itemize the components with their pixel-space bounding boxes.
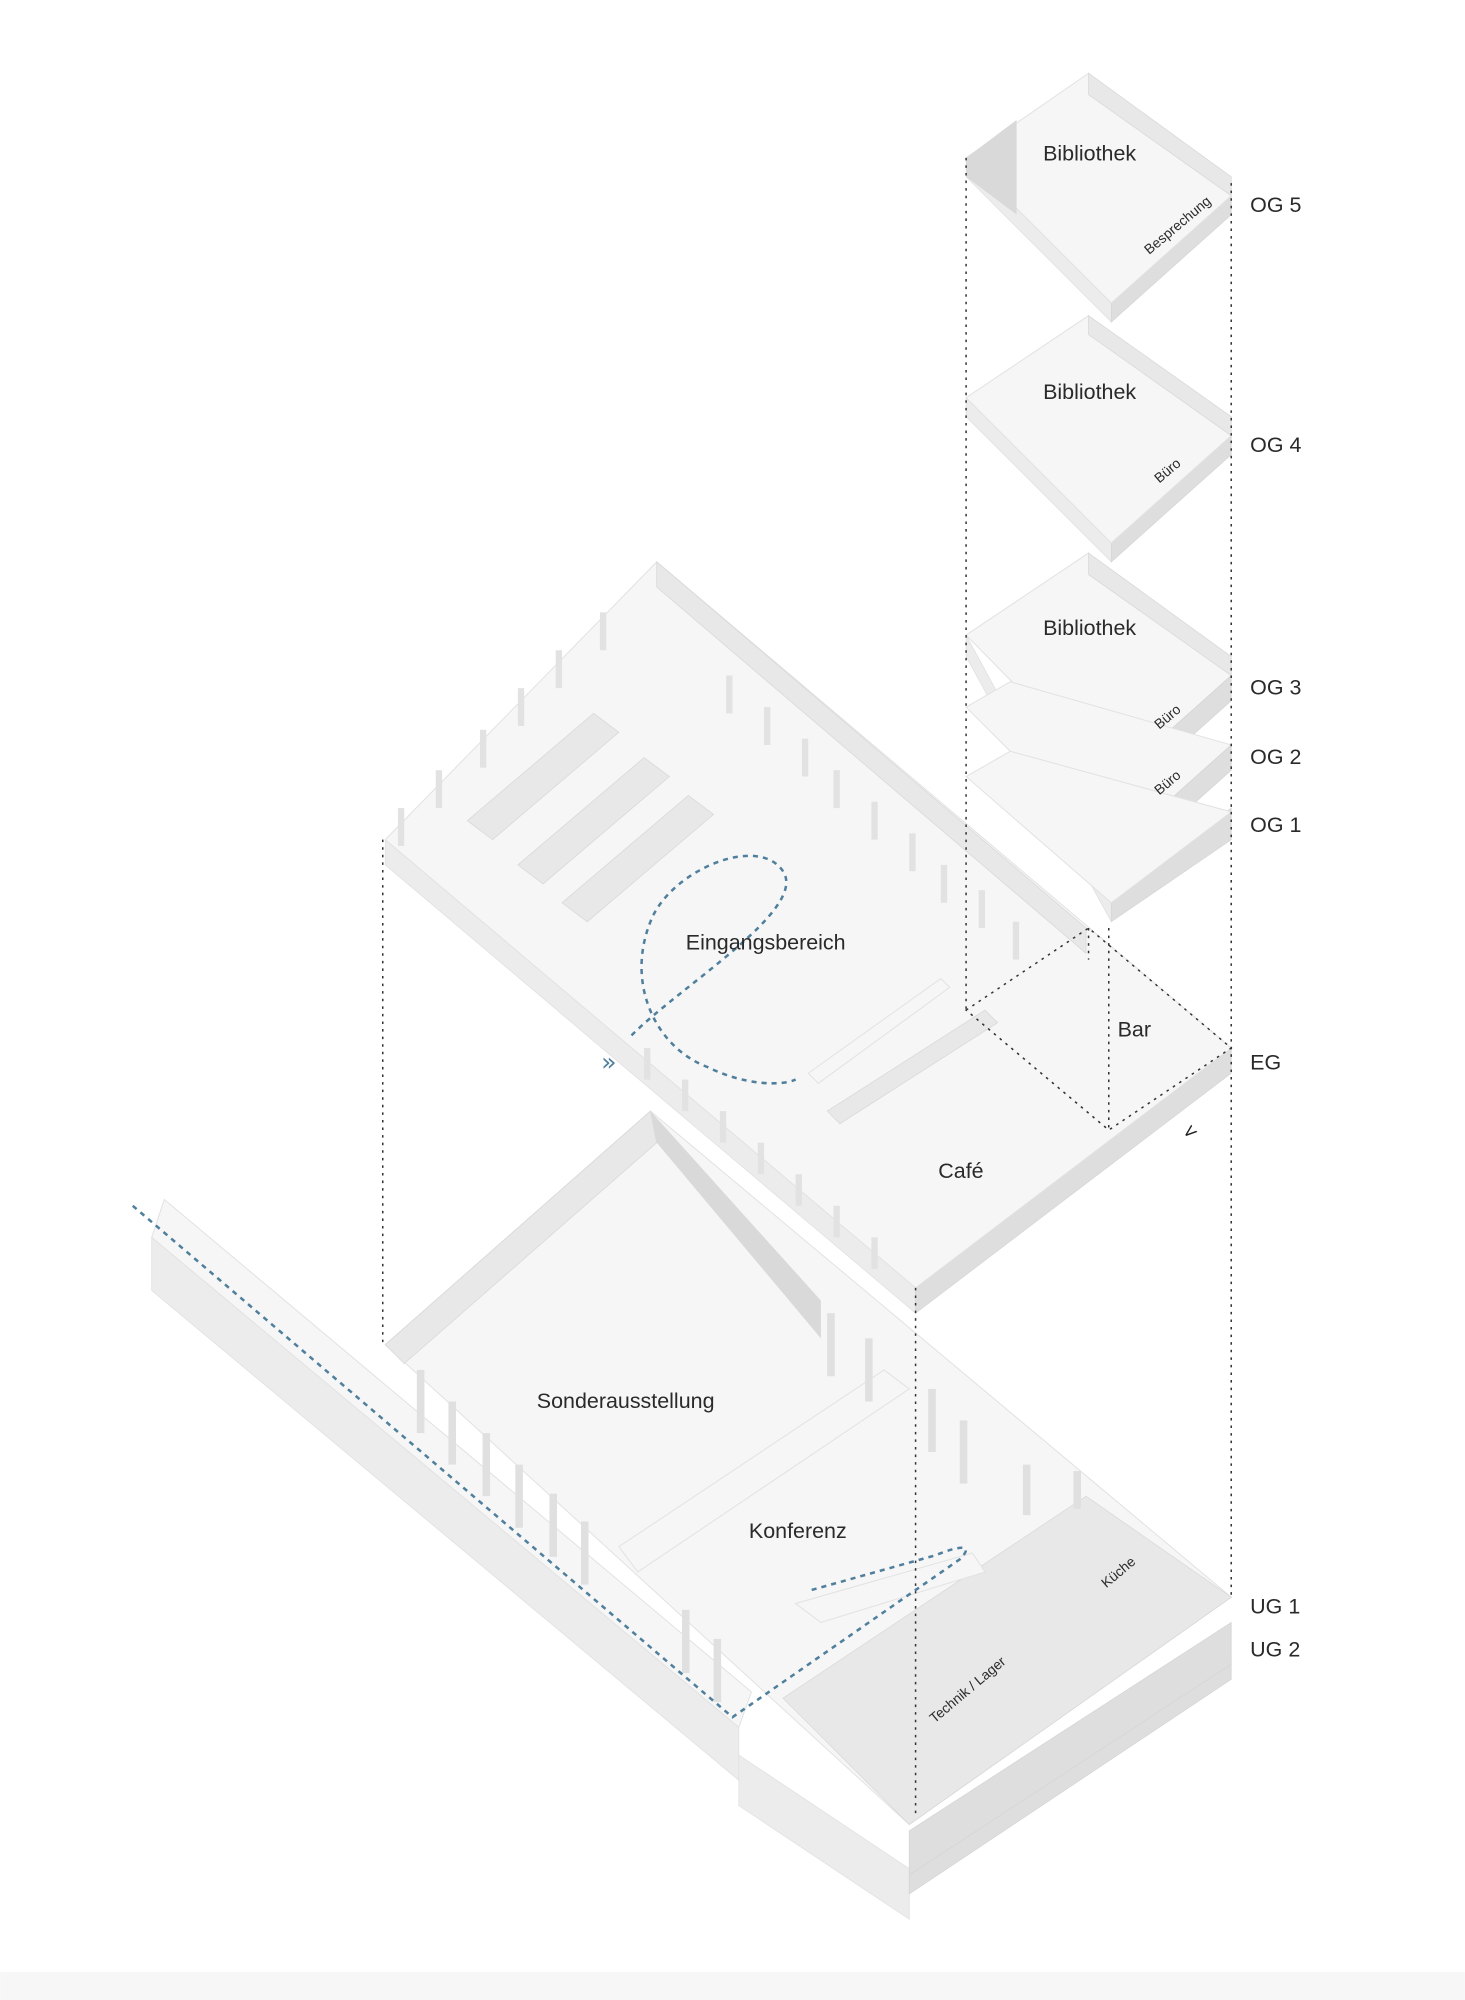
floor-ug: [151, 1110, 1233, 1920]
level-labels: OG 5 OG 4 OG 3 OG 2 OG 1 EG UG 1 UG 2: [1250, 193, 1301, 1661]
level-og1: OG 1: [1250, 813, 1301, 837]
footer-band: [0, 1972, 1465, 2000]
label-eingangsbereich: Eingangsbereich: [686, 930, 846, 954]
label-og4-bibliothek: Bibliothek: [1043, 380, 1136, 404]
label-og5-bibliothek: Bibliothek: [1043, 141, 1136, 165]
level-og5: OG 5: [1250, 193, 1301, 217]
column-row: [397, 612, 1020, 1269]
label-bar: Bar: [1118, 1018, 1151, 1042]
label-cafe: Café: [938, 1159, 983, 1183]
level-og3: OG 3: [1250, 675, 1301, 699]
entrance-arrow-icon: »: [601, 1048, 616, 1077]
level-ug2: UG 2: [1250, 1638, 1300, 1662]
label-konferenz: Konferenz: [749, 1519, 847, 1543]
column-row: [416, 1313, 1081, 1703]
label-sonderausstellung: Sonderausstellung: [537, 1389, 715, 1413]
projection-lines: [381, 157, 1233, 1819]
level-eg: EG: [1250, 1050, 1281, 1074]
floor-eg: [384, 561, 1233, 1314]
level-ug1: UG 1: [1250, 1595, 1300, 1619]
floor-og4: [965, 314, 1233, 563]
level-og4: OG 4: [1250, 433, 1301, 457]
level-og2: OG 2: [1250, 745, 1301, 769]
bar-outline: [964, 927, 1233, 1131]
label-og3-bibliothek: Bibliothek: [1043, 616, 1136, 640]
floor-og5: [965, 72, 1233, 323]
floor-og3-og1: [965, 552, 1233, 923]
